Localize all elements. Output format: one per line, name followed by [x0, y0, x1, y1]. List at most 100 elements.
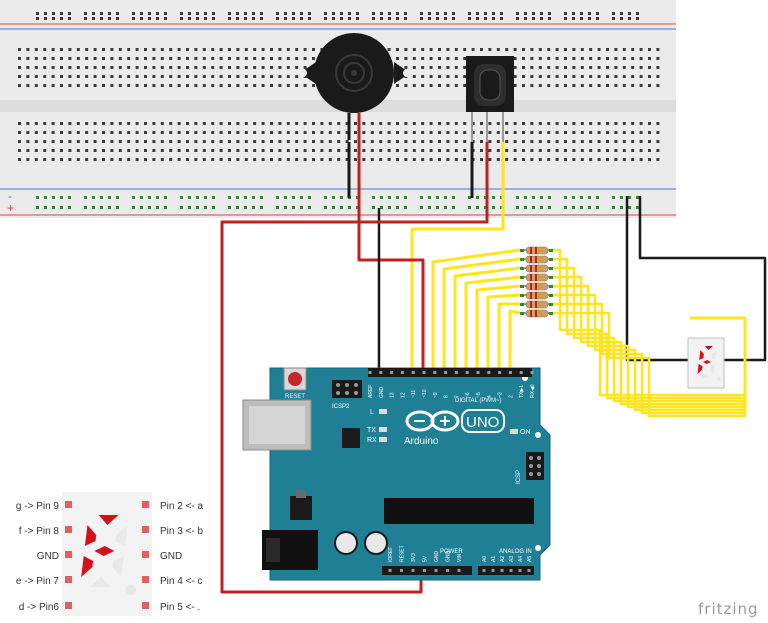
breadboard-hole: [404, 158, 408, 161]
header-pin: [454, 371, 458, 374]
breadboard-hole: [52, 196, 55, 199]
header-pin: [379, 371, 383, 374]
breadboard-hole: [194, 84, 198, 87]
breadboard-hole: [454, 57, 458, 60]
breadboard-hole: [412, 122, 416, 125]
breadboard-hole: [488, 48, 492, 51]
breadboard-hole: [580, 131, 584, 134]
breadboard-hole: [260, 12, 263, 15]
pin-label: VIN: [457, 553, 463, 562]
breadboard-hole: [380, 206, 383, 209]
breadboard-hole: [337, 122, 341, 125]
breadboard-hole: [548, 12, 551, 15]
breadboard-hole: [261, 158, 265, 161]
breadboard-hole: [300, 196, 303, 199]
breadboard-hole: [84, 206, 87, 209]
breadboard-hole: [102, 84, 105, 87]
pin-label: IOREF: [388, 547, 394, 562]
wire-segment-to-resistor: [442, 257, 521, 368]
breadboard-hole: [68, 84, 72, 87]
breadboard-hole: [538, 131, 542, 134]
breadboard-hole: [614, 122, 618, 125]
wire-display-gnd-2: [638, 196, 767, 362]
breadboard-hole: [140, 196, 143, 199]
breadboard-hole: [169, 84, 173, 87]
breadboard-hole: [36, 196, 39, 199]
breadboard-hole: [555, 75, 559, 78]
breadboard-hole: [404, 140, 408, 143]
breadboard-hole: [211, 84, 215, 87]
breadboard-hole: [144, 158, 147, 161]
breadboard-hole: [548, 17, 551, 20]
breadboard-hole: [36, 206, 39, 209]
breadboard-hole: [108, 196, 111, 199]
breadboard-hole: [244, 131, 248, 134]
segment-a: [704, 346, 713, 350]
breadboard-hole: [219, 158, 223, 161]
breadboard-hole: [169, 75, 173, 78]
breadboard-hole: [135, 48, 139, 51]
breadboard-hole: [480, 140, 483, 143]
breadboard-hole: [476, 17, 479, 20]
breadboard-hole: [438, 131, 441, 134]
breadboard-hole: [312, 140, 315, 143]
breadboard-hole: [622, 149, 626, 152]
breadboard-hole: [300, 206, 303, 209]
breadboard-hole: [438, 140, 441, 143]
breadboard-hole: [177, 66, 181, 69]
breadboard-hole: [202, 75, 206, 78]
breadboard-hole: [337, 158, 341, 161]
breadboard-hole: [420, 206, 423, 209]
breadboard-hole: [496, 122, 500, 125]
breadboard-hole: [471, 122, 475, 125]
breadboard-hole: [396, 48, 399, 51]
breadboard-hole: [18, 131, 21, 134]
breadboard-hole: [211, 140, 215, 143]
breadboard-hole: [580, 84, 584, 87]
breadboard-hole: [244, 75, 248, 78]
breadboard-hole: [362, 122, 366, 125]
breadboard-hole: [43, 140, 47, 143]
breadboard-hole: [468, 12, 471, 15]
icsp-header: [526, 452, 544, 480]
breadboard-hole: [92, 196, 95, 199]
breadboard-hole: [144, 122, 147, 125]
breadboard-hole: [444, 206, 447, 209]
breadboard-hole: [295, 122, 299, 125]
pin-label: RX◀0: [530, 384, 536, 398]
breadboard-hole: [396, 206, 399, 209]
breadboard-hole: [404, 48, 408, 51]
breadboard-hole: [252, 206, 255, 209]
breadboard-hole: [34, 66, 38, 69]
breadboard-hole: [211, 66, 215, 69]
breadboard-hole: [606, 131, 609, 134]
breadboard-hole: [169, 66, 173, 69]
breadboard-hole: [177, 48, 181, 51]
pin-label: ~6: [465, 392, 471, 398]
breadboard-hole: [244, 17, 247, 20]
breadboard-hole: [236, 131, 240, 134]
pin-label: GND: [446, 551, 452, 563]
breadboard-hole: [496, 149, 500, 152]
resistor-band: [530, 292, 532, 299]
breadboard-hole: [303, 48, 307, 51]
breadboard-hole: [68, 122, 72, 125]
breadboard-hole: [93, 66, 97, 69]
breadboard-hole: [26, 140, 30, 143]
breadboard-hole: [446, 57, 450, 60]
legend-label-right: GND: [160, 551, 182, 562]
breadboard-hole: [194, 140, 198, 143]
breadboard-hole: [253, 84, 257, 87]
breadboard-hole: [76, 57, 80, 60]
breadboard-hole: [348, 12, 351, 15]
resistor-lead-end: [520, 285, 524, 288]
breadboard-hole: [524, 12, 527, 15]
breadboard-hole: [454, 75, 458, 78]
power-header-label: POWER: [440, 549, 463, 555]
breadboard-hole: [622, 48, 626, 51]
breadboard-hole: [532, 17, 535, 20]
breadboard-hole: [308, 196, 311, 199]
breadboard-hole: [597, 158, 601, 161]
breadboard-hole: [169, 122, 173, 125]
breadboard-hole: [588, 12, 591, 15]
